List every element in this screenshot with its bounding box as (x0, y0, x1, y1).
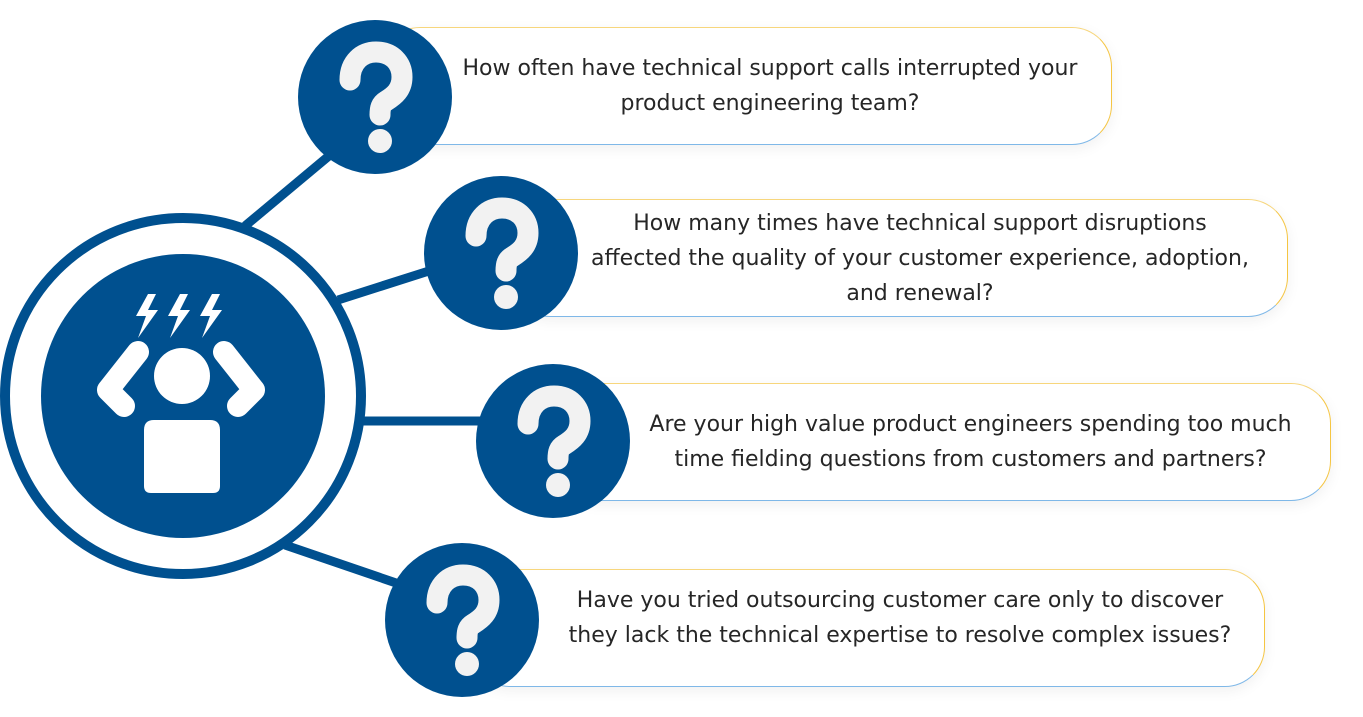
question-badge-2 (424, 176, 578, 330)
question-text-1: How often have technical support calls i… (462, 56, 1078, 116)
question-text-4: Have you tried outsourcing customer care… (568, 588, 1232, 648)
question-badge-4 (385, 543, 539, 697)
stressed-person-icon (97, 294, 265, 493)
connector-line-4 (283, 540, 404, 590)
question-text-2: How many times have technical support di… (591, 210, 1249, 306)
question-mark-icon (465, 197, 539, 309)
question-mark-icon (426, 564, 500, 676)
question-card-1 (380, 27, 1112, 145)
question-mark-icon (339, 41, 413, 153)
question-badge-1 (298, 20, 452, 174)
connector-line-2 (336, 265, 434, 305)
connector-line-1 (242, 151, 333, 230)
question-text-3: Are your high value product engineers sp… (649, 412, 1292, 472)
question-badge-3 (476, 364, 630, 518)
question-card-3 (560, 383, 1331, 501)
question-card-4 (470, 569, 1265, 687)
question-mark-icon (517, 385, 591, 497)
